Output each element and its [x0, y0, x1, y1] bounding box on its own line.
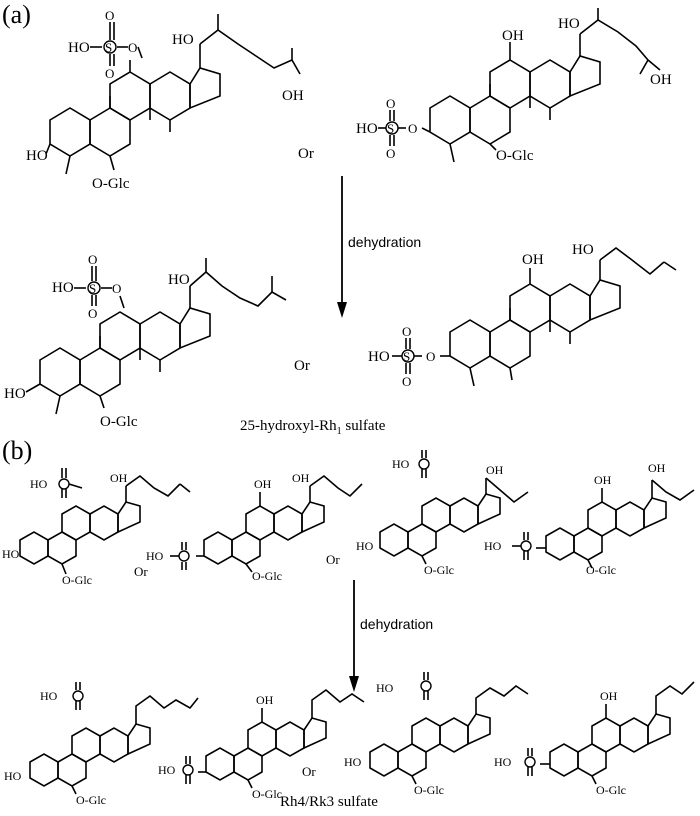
- structure-b-top-2: OH HO O-Glc OH: [146, 471, 363, 583]
- oh-text: OH: [600, 689, 618, 703]
- glc-text: O-Glc: [424, 563, 454, 577]
- svg-text:O: O: [105, 8, 114, 23]
- caption-a-main: 25-hydroxyl-Rh: [240, 418, 337, 434]
- ho-text: HO: [484, 539, 502, 553]
- arrow-label-a: dehydration: [348, 234, 422, 250]
- glc-text: O-Glc: [76, 793, 106, 807]
- glc-text: O-Glc: [586, 563, 616, 577]
- ho-text: HO: [494, 755, 512, 769]
- svg-text:O: O: [402, 374, 411, 389]
- svg-text:O: O: [88, 252, 97, 267]
- oh-top-text: OH: [522, 252, 544, 268]
- svg-text:O: O: [128, 40, 137, 55]
- structure-b-top-1: HO HO O-Glc OH: [2, 468, 191, 587]
- oh-text: OH: [110, 471, 128, 485]
- svg-text:S: S: [89, 281, 96, 296]
- svg-text:O: O: [386, 96, 395, 111]
- svg-text:O: O: [408, 121, 417, 136]
- glc-text: O-Glc: [596, 783, 626, 797]
- glc-text: O-Glc: [62, 573, 92, 587]
- structure-a-top-right: OH O S O O HO O-Glc HO OH: [356, 8, 672, 164]
- ho-text: HO: [392, 457, 410, 471]
- sulfate-ho-text: HO: [68, 40, 90, 56]
- arrow-b-dehydration: [349, 580, 359, 692]
- glc-text: O-Glc: [92, 176, 130, 192]
- glc-text: O-Glc: [496, 148, 534, 164]
- structure-b-bottom-3: HO HO O-Glc: [344, 672, 529, 797]
- ho-text: HO: [158, 763, 176, 777]
- structure-a-bottom-left: HO S O O O HO O-Glc HO: [4, 252, 287, 430]
- ho-text: HO: [4, 769, 22, 783]
- ho-text: HO: [146, 549, 164, 563]
- oh-text: OH: [256, 693, 274, 707]
- ho-text: HO: [40, 689, 58, 703]
- structure-a-bottom-right: OH O S O O HO HO: [368, 242, 677, 389]
- glc-text: O-Glc: [252, 569, 282, 583]
- svg-text:O: O: [88, 306, 97, 321]
- ho-text: HO: [344, 755, 362, 769]
- ho-text: HO: [2, 547, 20, 561]
- caption-a-tail: sulfate: [341, 418, 386, 434]
- svg-text:S: S: [387, 121, 394, 136]
- structure-b-bottom-1: HO HO O-Glc: [4, 682, 199, 807]
- oh-end-text: OH: [650, 72, 672, 88]
- caption-a-sub: 1: [336, 426, 342, 437]
- caption-b: Rh4/Rk3 sulfate: [280, 794, 378, 810]
- arrow-a-dehydration: [337, 176, 347, 318]
- structure-a-top-left: HO S O O O HO O-Glc HO OH: [26, 8, 304, 192]
- oh-text: OH: [486, 463, 504, 477]
- ho-text: HO: [356, 539, 374, 553]
- panel-a-label: (a): [2, 0, 31, 29]
- glc-text: O-Glc: [100, 414, 138, 430]
- glc-text: O-Glc: [252, 787, 282, 801]
- oh-side-text: HO: [168, 272, 190, 288]
- oh-left-text: HO: [4, 386, 26, 402]
- oh-text: OH: [594, 473, 612, 487]
- svg-text:O: O: [386, 146, 395, 161]
- ho-text: HO: [30, 477, 48, 491]
- or-text-a-top: Or: [298, 146, 314, 162]
- oh-top-text: OH: [502, 28, 524, 44]
- svg-text:S: S: [105, 40, 112, 55]
- oh-text: OH: [648, 461, 666, 475]
- oh-text: OH: [292, 471, 310, 485]
- oh-side-text: HO: [572, 242, 594, 258]
- structure-b-top-4: OH HO O-Glc OH: [484, 461, 695, 577]
- oh-left-text: HO: [26, 148, 48, 164]
- structure-b-bottom-4: OH HO O-Glc: [494, 681, 695, 797]
- structure-b-bottom-2: OH HO O-Glc: [158, 688, 365, 801]
- caption-a: 25-hydroxyl-Rh1 sulfate: [240, 418, 385, 437]
- oh-side-text: HO: [172, 32, 194, 48]
- svg-text:O: O: [402, 324, 411, 339]
- sulfate-ho-text: HO: [356, 121, 378, 137]
- panel-b-label: (b): [2, 436, 33, 465]
- oh-text: OH: [254, 477, 272, 491]
- oh-end-text: OH: [282, 88, 304, 104]
- glc-text: O-Glc: [414, 783, 444, 797]
- arrow-label-b: dehydration: [360, 616, 434, 632]
- oh-side-text: HO: [558, 16, 580, 32]
- sulfate-ho-text: HO: [52, 280, 74, 296]
- svg-text:S: S: [403, 349, 410, 364]
- or-text-a-bottom: Or: [294, 358, 310, 374]
- structure-b-top-3: HO HO O-Glc OH: [356, 450, 529, 577]
- or-text-b-top-2: Or: [326, 552, 340, 567]
- sulfate-ho-text: HO: [368, 349, 390, 365]
- or-text-b-bottom: Or: [302, 764, 316, 779]
- ho-text: HO: [376, 681, 394, 695]
- svg-text:O: O: [112, 281, 121, 296]
- svg-text:O: O: [105, 66, 114, 81]
- svg-text:O: O: [426, 349, 435, 364]
- or-text-b-top-1: Or: [134, 564, 148, 579]
